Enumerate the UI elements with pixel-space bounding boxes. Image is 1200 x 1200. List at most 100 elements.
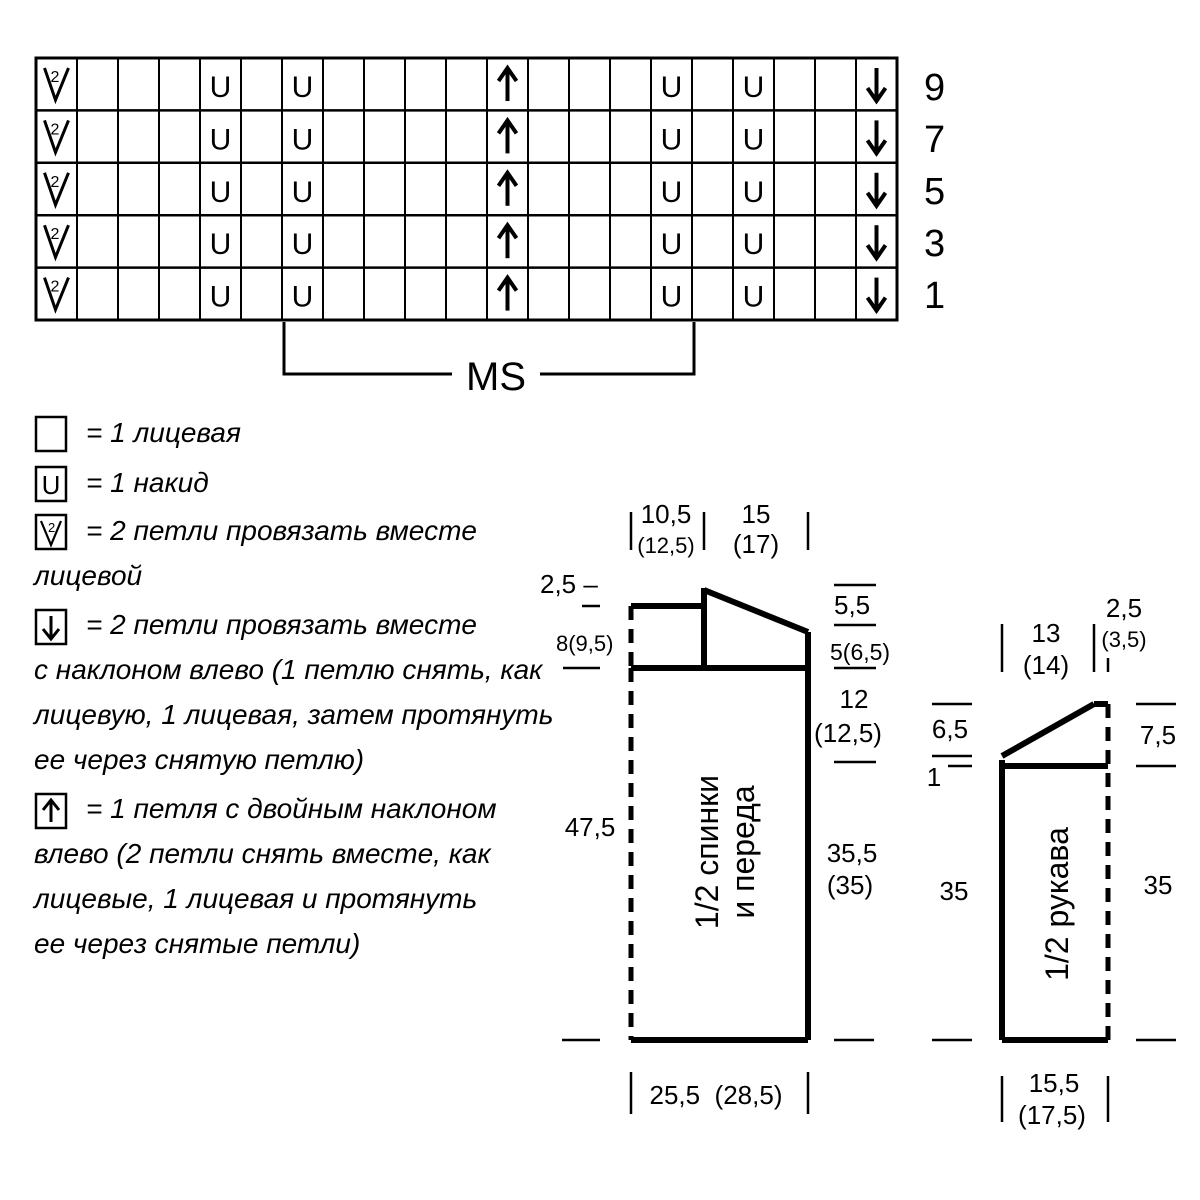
k2tog-glyph: 2 [51, 279, 60, 296]
body-top-right-width: 15 [742, 499, 771, 529]
legend-double-left-line: лицевые, 1 лицевая и протянуть [32, 883, 477, 914]
sleeve-right-height: 35 [1144, 870, 1173, 900]
yarn-over-glyph: U [743, 71, 765, 104]
chart-cell-k2tog: 2 [43, 277, 70, 314]
chart-cell-yo: U [743, 281, 765, 314]
ssk-arrow-head [865, 296, 888, 315]
body-top-left-width-alt: (12,5) [637, 533, 694, 558]
k2tog-mark [43, 119, 70, 157]
row-number: 9 [924, 67, 945, 109]
knit-symbol [34, 415, 68, 453]
chart-cell-ssk [865, 172, 888, 210]
chart-cell-yo: U [210, 281, 232, 314]
yarn-over-glyph: U [743, 281, 765, 314]
k2tog-mark [43, 172, 70, 210]
chart-cell-yo: U [210, 123, 232, 156]
chart-cell-yo: U [292, 123, 314, 156]
chart-cell-yo: U [743, 71, 765, 104]
chart-cell-yo: U [210, 71, 232, 104]
double-left-arrow-head [496, 221, 519, 240]
body-right-height-alt: (35) [827, 870, 873, 900]
legend-knit: = 1 лицевая [86, 417, 241, 448]
yarn-over-glyph: U [210, 123, 232, 156]
chart-cell-dbl-left [496, 169, 519, 206]
k2tog-mark [43, 277, 70, 314]
body-right-top-2: 5(6,5) [830, 639, 890, 665]
yarn-over-glyph: U [743, 228, 765, 261]
legend-ssk-line: лицевую, 1 лицевая, затем протянуть [32, 699, 553, 730]
double-left-arrow-head [496, 64, 519, 83]
body-armhole: 12 [840, 684, 869, 714]
k2tog-glyph: 2 [48, 520, 55, 535]
legend-ssk-line: ее через снятую петлю) [34, 744, 364, 775]
chart-cell-k2tog: 2 [43, 67, 70, 105]
yarn-over-glyph: U [42, 470, 61, 500]
sleeve-label: 1/2 рукава [1039, 827, 1075, 981]
body-schematic [562, 512, 876, 1114]
sleeve-schematic [932, 624, 1176, 1122]
chart-cell-ssk [865, 68, 888, 105]
double-left-arrow-head [496, 169, 519, 187]
sleeve-top-width: 13 [1032, 618, 1061, 648]
body-right-height: 35,5 [827, 838, 878, 868]
repeat-bracket: MS [282, 322, 696, 399]
chart-cell-yo: U [210, 228, 232, 261]
row-numbers: 9 7 5 3 1 [924, 67, 945, 317]
legend-double-left: = 1 петля с двойным наклоном [86, 793, 497, 824]
k2tog-glyph: 2 [51, 174, 60, 191]
legend-ssk: = 2 петли провязать вместе [86, 609, 477, 640]
body-label-line1: 1/2 спинки [689, 775, 725, 929]
legend-ssk-line: с наклоном влево (1 петлю снять, как [34, 654, 544, 685]
row-number: 7 [924, 119, 945, 161]
sleeve-cap-left-small: 1 [927, 762, 941, 792]
double-left-arrow-head [496, 116, 519, 135]
ssk-arrow-head [865, 244, 888, 262]
body-bottom-width: 25,5 (28,5) [650, 1080, 783, 1110]
chart-cell-yo: U [661, 281, 683, 314]
chart-cell-yo: U [210, 176, 232, 209]
yarn-over-glyph: U [743, 176, 765, 209]
repeat-label: MS [466, 355, 526, 399]
k2tog-glyph: 2 [51, 69, 60, 86]
chart-cell-yo: U [743, 228, 765, 261]
yarn-over-glyph: U [292, 281, 314, 314]
chart-cell-yo: U [743, 123, 765, 156]
chart-cell-yo: U [661, 176, 683, 209]
chart-cell-dbl-left [496, 274, 519, 311]
sleeve-bottom-width-alt: (17,5) [1018, 1100, 1086, 1130]
k2tog-glyph: 2 [51, 121, 60, 138]
yarn-over-glyph: U [743, 123, 765, 156]
chart-cell-yo: U [661, 123, 683, 156]
yarn-over-glyph: U [292, 123, 314, 156]
yarn-over-glyph: U [292, 228, 314, 261]
row-number: 1 [924, 275, 945, 317]
chart-cell-ssk [865, 277, 888, 315]
chart-cell-ssk [865, 225, 888, 262]
chart-cell-k2tog: 2 [43, 224, 70, 262]
row-number: 5 [924, 171, 945, 213]
chart-cell-k2tog: 2 [43, 119, 70, 157]
legend: = 1 лицевая U = 1 накид 2 = 2 петли пров… [32, 415, 553, 959]
legend-yarn-over: = 1 накид [86, 467, 209, 498]
legend-double-left-line: влево (2 петли снять вместе, как [34, 838, 492, 869]
chart-cell-yo: U [743, 176, 765, 209]
sleeve-left-height: 35 [940, 876, 969, 906]
body-shoulder-drop: 2,5 – [540, 569, 598, 599]
yarn-over-glyph: U [210, 281, 232, 314]
yarn-over-glyph: U [210, 71, 232, 104]
yarn-over-glyph: U [210, 228, 232, 261]
legend-double-left-line: ее через снятые петли) [34, 928, 360, 959]
legend-k2tog-line: лицевой [32, 560, 143, 591]
k2tog-mark [43, 67, 70, 105]
double-left-arrow-head [496, 274, 519, 292]
yarn-over-glyph: U [661, 228, 683, 261]
body-top-right-width-alt: (17) [733, 529, 779, 559]
sleeve-top-right-alt: (3,5) [1101, 627, 1146, 652]
yarn-over-symbol [34, 465, 68, 503]
body-label-line2: и переда [725, 785, 761, 918]
k2tog-mark [43, 224, 70, 262]
chart-cell-yo: U [661, 228, 683, 261]
yarn-over-glyph: U [292, 176, 314, 209]
